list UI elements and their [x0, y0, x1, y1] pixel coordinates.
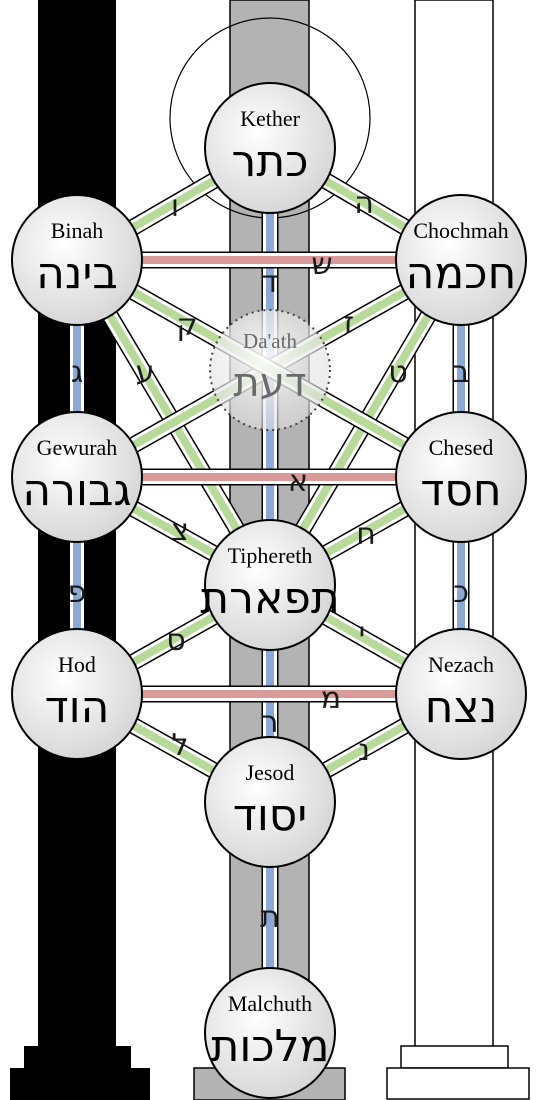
path-letter-hod-jesod: ל — [171, 728, 188, 763]
sephirah-tiphereth: Tiphereth תפארת — [200, 519, 340, 651]
sephirah-name-kether: Kether — [240, 106, 301, 131]
sephirah-hebrew-jesod: יסוד — [233, 790, 307, 841]
sephiroth-layer: KetherכתרBinahבינהChochmahחכמהGewurahגבו… — [11, 82, 527, 1099]
sephirah-hebrew-gewurah: גבורה — [22, 465, 131, 516]
sephirah-name-chesed: Chesed — [429, 435, 494, 460]
sephirah-hebrew-daath: דעת — [233, 360, 306, 406]
path-letter-tiphereth-hod: ס — [166, 623, 185, 658]
sephirah-hebrew-malchuth: מלכות — [210, 1021, 329, 1072]
sephirah-nezach: Nezach נצח — [395, 628, 527, 760]
sephirah-jesod: Jesod יסוד — [204, 736, 336, 868]
sephirah-name-daath: Da'ath — [243, 329, 297, 353]
sephirah-name-nezach: Nezach — [428, 652, 494, 677]
sephirah-chesed: Chesed חסד — [395, 411, 527, 543]
path-letter-chochmah-binah: ש — [311, 247, 332, 282]
sephirah-hebrew-chochmah: חכמה — [406, 248, 517, 299]
path-letter-kether-tiphereth: ד — [262, 265, 278, 300]
path-letter-chesed-tiphereth: ח — [356, 517, 376, 552]
sephirah-hod: Hod הוד — [11, 628, 143, 760]
sephirah-name-malchuth: Malchuth — [228, 991, 312, 1016]
sephirah-malchuth: Malchuth מלכות — [204, 967, 336, 1099]
path-letter-kether-chochmah: ה — [354, 186, 374, 221]
path-letter-chesed-nezach: כ — [453, 575, 469, 610]
path-letter-binah-tiphereth: ע — [136, 355, 155, 390]
sephirah-gewurah: Gewurah גבורה — [11, 411, 143, 543]
path-letter-kether-binah: ו — [171, 189, 179, 224]
sephirah-name-binah: Binah — [51, 218, 104, 243]
path-letter-binah-gewurah: ג — [71, 355, 83, 390]
path-letter-binah-chesed: ז — [344, 306, 354, 341]
sephirah-hebrew-tiphereth: תפארת — [200, 573, 340, 624]
sephirah-name-gewurah: Gewurah — [37, 435, 118, 460]
sephirah-name-tiphereth: Tiphereth — [228, 543, 313, 568]
path-letter-chesed-gewurah: א — [288, 464, 308, 499]
path-letter-jesod-malchuth: ת — [260, 900, 280, 935]
sephirah-name-hod: Hod — [58, 652, 96, 677]
sephirah-name-chochmah: Chochmah — [413, 218, 508, 243]
path-letter-chochmah-chesed: ב — [452, 355, 469, 390]
path-letter-tiphereth-jesod: ר — [262, 705, 279, 740]
sephirah-kether: Kether כתר — [204, 82, 336, 214]
path-letters-layer: ה ו דש ט ב ע ג ק ז א ח כ צ פ י ס ר מנ ל ת — [68, 186, 470, 935]
path-letter-chochmah-gewurah: ק — [176, 308, 197, 343]
sephirah-hebrew-binah: בינה — [36, 248, 118, 299]
path-letter-nezach-jesod: נ — [358, 733, 370, 768]
path-letter-gewurah-hod: פ — [68, 575, 87, 610]
path-letter-chochmah-tiphereth: ט — [388, 355, 407, 390]
sephirah-hebrew-kether: כתר — [231, 136, 308, 187]
sephirah-hebrew-nezach: נצח — [425, 682, 497, 733]
path-letter-gewurah-tiphereth: צ — [171, 513, 189, 548]
sephirah-name-jesod: Jesod — [246, 760, 295, 785]
sephirah-binah: Binah בינה — [11, 194, 143, 326]
sephirah-hebrew-chesed: חסד — [420, 465, 501, 516]
sephirah-daath: Da'ath דעת — [209, 309, 331, 431]
sephirah-chochmah: Chochmah חכמה — [395, 194, 527, 326]
sephirah-hebrew-hod: הוד — [45, 682, 110, 733]
path-letter-tiphereth-nezach: י — [359, 616, 366, 651]
path-letter-nezach-hod: מ — [321, 681, 341, 716]
